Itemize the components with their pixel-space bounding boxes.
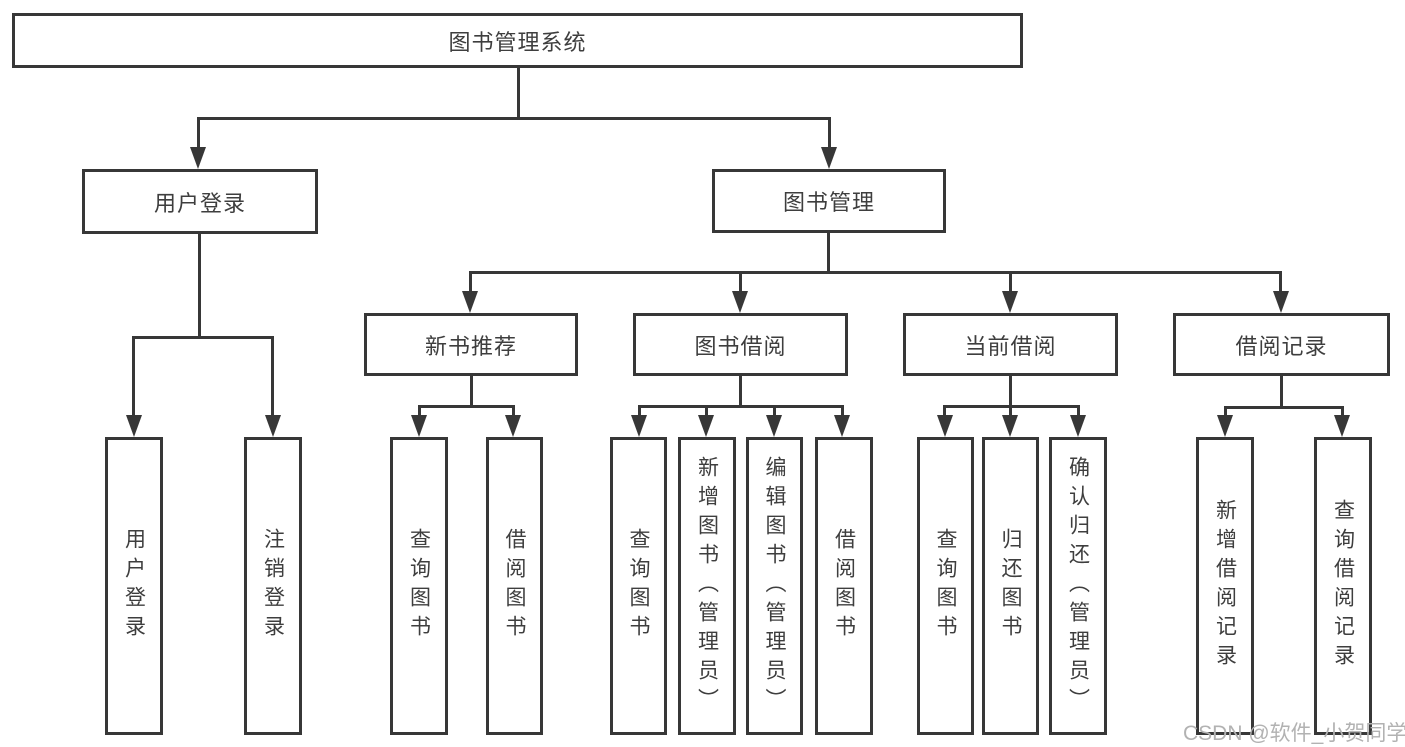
arrow-down-icon: [1002, 415, 1018, 437]
leaf-add-book-admin-label: 新增图书（管理员）: [695, 455, 719, 717]
leaf-confirm-return-admin: 确认归还（管理员）: [1049, 437, 1107, 735]
connector-line: [1009, 405, 1012, 419]
leaf-logout-label: 注销登录: [261, 528, 285, 644]
connector-line: [469, 271, 1282, 274]
connector-line: [773, 405, 776, 419]
leaf-user-login: 用户登录: [105, 437, 163, 735]
node-borrowing-records-label: 借阅记录: [1235, 333, 1328, 359]
connector-line: [705, 405, 708, 419]
connector-line: [132, 336, 135, 418]
connector-line: [739, 376, 742, 408]
node-book-borrowing-label: 图书借阅: [694, 333, 787, 359]
connector-line: [1280, 376, 1283, 409]
arrow-down-icon: [505, 415, 521, 437]
leaf-query-borrow-record-label: 查询借阅记录: [1331, 499, 1355, 673]
arrow-down-icon: [1217, 415, 1233, 437]
connector-line: [418, 405, 421, 419]
connector-line: [1341, 406, 1344, 419]
node-current-borrowing: 当前借阅: [903, 313, 1118, 376]
arrow-down-icon: [732, 291, 748, 313]
node-book-borrowing: 图书借阅: [633, 313, 848, 376]
connector-line: [638, 405, 641, 419]
leaf-edit-book-admin-label: 编辑图书（管理员）: [763, 455, 786, 717]
arrow-down-icon: [126, 415, 142, 437]
leaf-query-book-2: 查询图书: [610, 437, 667, 735]
arrow-down-icon: [937, 415, 953, 437]
leaf-edit-book-admin: 编辑图书（管理员）: [746, 437, 803, 735]
connector-line: [827, 233, 830, 274]
arrow-down-icon: [462, 291, 478, 313]
connector-line: [1224, 406, 1227, 419]
arrow-down-icon: [1002, 291, 1018, 313]
connector-line: [1009, 376, 1012, 408]
leaf-user-login-label: 用户登录: [122, 528, 146, 644]
connector-line: [470, 376, 473, 408]
leaf-add-borrow-record: 新增借阅记录: [1196, 437, 1254, 735]
leaf-add-book-admin: 新增图书（管理员）: [678, 437, 736, 735]
node-new-book-recommend-label: 新书推荐: [424, 333, 517, 359]
arrow-down-icon: [1334, 415, 1350, 437]
node-new-book-recommend: 新书推荐: [364, 313, 578, 376]
connector-line: [469, 271, 472, 295]
connector-line: [132, 336, 274, 339]
connector-line: [841, 405, 844, 419]
connector-line: [739, 271, 742, 295]
connector-line: [197, 117, 831, 120]
leaf-borrow-book-2: 借阅图书: [815, 437, 873, 735]
node-user-login-label: 用户登录: [153, 190, 246, 216]
arrow-down-icon: [265, 415, 281, 437]
connector-line: [1224, 406, 1344, 409]
node-borrowing-records: 借阅记录: [1173, 313, 1390, 376]
connector-line: [418, 405, 515, 408]
connector-line: [943, 405, 946, 419]
leaf-borrow-book-2-label: 借阅图书: [832, 528, 856, 644]
leaf-query-book-3: 查询图书: [917, 437, 974, 735]
connector-line: [512, 405, 515, 419]
node-book-management: 图书管理: [712, 169, 946, 233]
node-current-borrowing-label: 当前借阅: [964, 333, 1057, 359]
node-user-login: 用户登录: [82, 169, 318, 234]
leaf-return-book-label: 归还图书: [999, 528, 1022, 644]
arrow-down-icon: [698, 415, 714, 437]
leaf-borrow-book-1-label: 借阅图书: [503, 528, 526, 644]
arrow-down-icon: [1273, 291, 1289, 313]
connector-line: [828, 117, 831, 149]
leaf-query-book-1: 查询图书: [390, 437, 448, 735]
connector-line: [517, 66, 520, 120]
arrow-down-icon: [766, 415, 782, 437]
leaf-confirm-return-admin-label: 确认归还（管理员）: [1066, 455, 1090, 717]
node-root-label: 图书管理系统: [448, 29, 587, 55]
connector-line: [1077, 405, 1080, 419]
leaf-query-book-3-label: 查询图书: [934, 528, 957, 644]
arrow-down-icon: [411, 415, 427, 437]
node-root: 图书管理系统: [12, 13, 1023, 68]
leaf-borrow-book-1: 借阅图书: [486, 437, 543, 735]
connector-line: [1279, 271, 1282, 295]
leaf-logout: 注销登录: [244, 437, 302, 735]
connector-line: [197, 117, 200, 149]
arrow-down-icon: [631, 415, 647, 437]
arrow-down-icon: [190, 147, 206, 169]
leaf-return-book: 归还图书: [982, 437, 1039, 735]
leaf-query-book-1-label: 查询图书: [407, 528, 431, 644]
connector-line: [198, 234, 201, 339]
arrow-down-icon: [834, 415, 850, 437]
arrow-down-icon: [1070, 415, 1086, 437]
connector-line: [638, 405, 844, 408]
connector-line: [271, 336, 274, 418]
arrow-down-icon: [821, 147, 837, 169]
leaf-query-borrow-record: 查询借阅记录: [1314, 437, 1372, 735]
leaf-add-borrow-record-label: 新增借阅记录: [1213, 499, 1237, 673]
node-book-management-label: 图书管理: [782, 190, 875, 215]
connector-line: [1009, 271, 1012, 295]
leaf-query-book-2-label: 查询图书: [627, 528, 650, 644]
csdn-watermark: CSDN @软件_小贺同学: [1183, 722, 1405, 745]
